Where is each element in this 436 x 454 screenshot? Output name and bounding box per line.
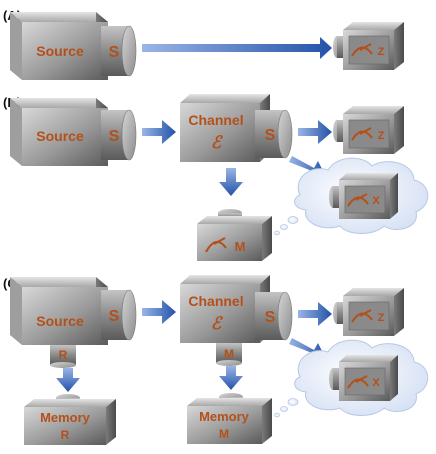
- x-label: X: [372, 377, 380, 389]
- source-box: Source: [10, 12, 108, 80]
- panel-c: Source S R Memory R C: [10, 275, 429, 445]
- memory-label: Memory: [40, 410, 91, 425]
- detector-m: M: [197, 209, 272, 261]
- arrow-source-to-channel: [142, 300, 176, 324]
- source-s-label: S: [109, 308, 120, 325]
- detector-z: Z: [333, 22, 404, 70]
- panel-a: Source S Z: [10, 12, 404, 80]
- source-s-label: S: [109, 128, 120, 145]
- thought-cloud: X: [274, 157, 429, 236]
- source-s-cylinder: S: [101, 289, 137, 341]
- detector-x: X: [329, 355, 398, 401]
- detector-x: X: [329, 173, 398, 219]
- source-box: Source: [10, 277, 108, 345]
- memory-r-label: R: [61, 428, 70, 442]
- source-label: Source: [36, 128, 84, 144]
- detector-z: Z: [333, 106, 404, 154]
- memory-r-box: Memory R: [24, 394, 116, 445]
- thought-cloud: X: [274, 339, 429, 418]
- arrow-source-to-channel: [142, 120, 176, 144]
- arrow-channel-to-m: [219, 168, 243, 196]
- channel-label: Channel: [188, 293, 243, 309]
- r-label: R: [59, 348, 68, 362]
- meter-icon: [347, 193, 369, 207]
- arrow-channel-to-memory: [219, 366, 243, 390]
- channel-s-cylinder: S: [255, 291, 293, 341]
- z-label: Z: [378, 130, 385, 142]
- m-label: M: [224, 347, 234, 361]
- epsilon-label: ℰ: [211, 133, 224, 152]
- arrow-source-to-memory: [56, 368, 80, 392]
- transmission-arrow: [142, 37, 332, 59]
- meter-icon: [351, 309, 373, 323]
- source-r-port: R: [50, 345, 76, 368]
- source-s-label: S: [109, 44, 120, 61]
- source-s-cylinder: S: [101, 109, 137, 161]
- meter-icon: [351, 127, 373, 141]
- memory-m-label: M: [219, 427, 229, 441]
- z-label: Z: [378, 312, 385, 324]
- detector-z: Z: [333, 288, 404, 336]
- x-label: X: [372, 195, 380, 207]
- source-label: Source: [36, 43, 84, 59]
- arrow-channel-to-z: [298, 120, 332, 144]
- source-box: Source: [10, 98, 108, 166]
- memory-m-box: Memory M: [187, 393, 272, 444]
- source-s-cylinder: S: [101, 25, 137, 77]
- meter-icon: [347, 375, 369, 389]
- epsilon-label: ℰ: [211, 314, 224, 333]
- channel-m-port: M: [216, 343, 242, 366]
- m-label: M: [235, 239, 246, 254]
- z-label: Z: [378, 46, 385, 58]
- channel-label: Channel: [188, 112, 243, 128]
- channel-s-label: S: [265, 127, 276, 144]
- panel-b: Source S Channel ℰ S: [10, 94, 429, 261]
- meter-icon: [205, 237, 227, 253]
- source-label: Source: [36, 313, 84, 329]
- channel-s-label: S: [265, 309, 276, 326]
- memory-label: Memory: [199, 409, 250, 424]
- meter-icon: [351, 43, 373, 57]
- channel-s-cylinder: S: [255, 109, 293, 159]
- arrow-channel-to-z: [298, 302, 332, 326]
